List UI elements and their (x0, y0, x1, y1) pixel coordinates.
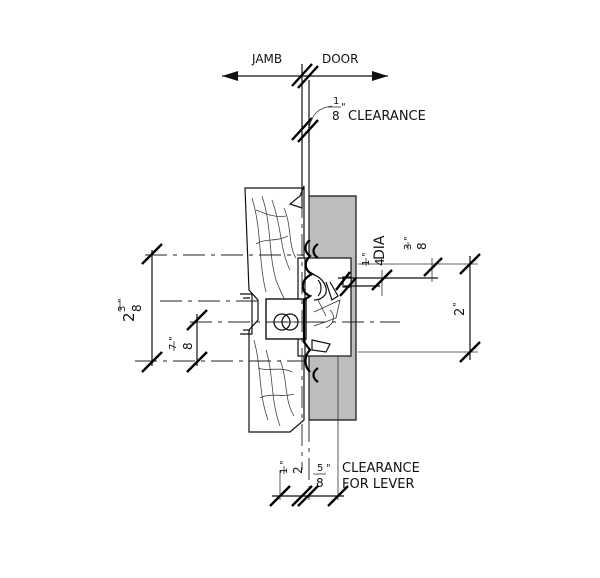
left-2-3-8-whole: 2 (120, 312, 138, 322)
bottom-clearance-label: CLEARANCE (342, 461, 420, 476)
left-2-3-8-num: 3 (117, 306, 128, 312)
bottom-5-8-dimension: 5 8 " (313, 463, 331, 490)
jamb-door-arrow (222, 63, 388, 196)
right-2-unit: " (452, 302, 463, 307)
top-clearance-den: 8 (332, 109, 340, 123)
left-dimension-2-3-8: 2 3 8 " (117, 243, 163, 373)
top-clearance-label: CLEARANCE (348, 109, 426, 124)
left-dimension-7-8: 7 8 " (168, 309, 208, 373)
offset-3-8-num: 3 (403, 244, 414, 250)
bottom-5-8-den: 8 (316, 476, 324, 490)
top-clearance-num: 1 (333, 96, 339, 107)
hole-dia-num: 1 (361, 260, 372, 266)
left-2-3-8-den: 8 (130, 304, 144, 312)
bottom-for-lever-label: FOR LEVER (342, 477, 414, 492)
center-lines (135, 196, 400, 500)
left-2-3-8-unit: " (117, 298, 128, 303)
offset-3-8-unit: " (403, 236, 414, 241)
offset-3-8-den: 8 (415, 242, 429, 250)
jamb-section (240, 185, 305, 433)
hole-dimensions: 1 4 " DIA 3 8 " (335, 235, 443, 297)
bottom-1-2-unit: " (279, 460, 290, 465)
door-section (304, 195, 357, 421)
door-label: DOOR (322, 52, 358, 66)
jamb-label: JAMB (251, 52, 282, 66)
bottom-5-8-unit: " (326, 463, 331, 474)
bottom-1-2-num: 1 (279, 468, 290, 474)
left-7-8-unit: " (168, 336, 179, 341)
bottom-5-8-num: 5 (317, 463, 323, 474)
bottom-1-2-den: 2 (291, 466, 305, 474)
left-7-8-den: 8 (181, 342, 195, 350)
right-dimension-2: 2 " (358, 253, 481, 363)
dia-label: DIA (372, 235, 388, 260)
hole-dia-den: 4 (373, 258, 387, 266)
top-clearance-unit: " (341, 102, 346, 113)
bottom-dimensions: 1 2 " (269, 460, 349, 507)
right-2-whole: 2 (453, 308, 468, 316)
hole-dia-unit: " (361, 252, 372, 257)
left-7-8-num: 7 (168, 344, 179, 350)
top-clearance-dimension: 1 8 " (328, 96, 346, 123)
